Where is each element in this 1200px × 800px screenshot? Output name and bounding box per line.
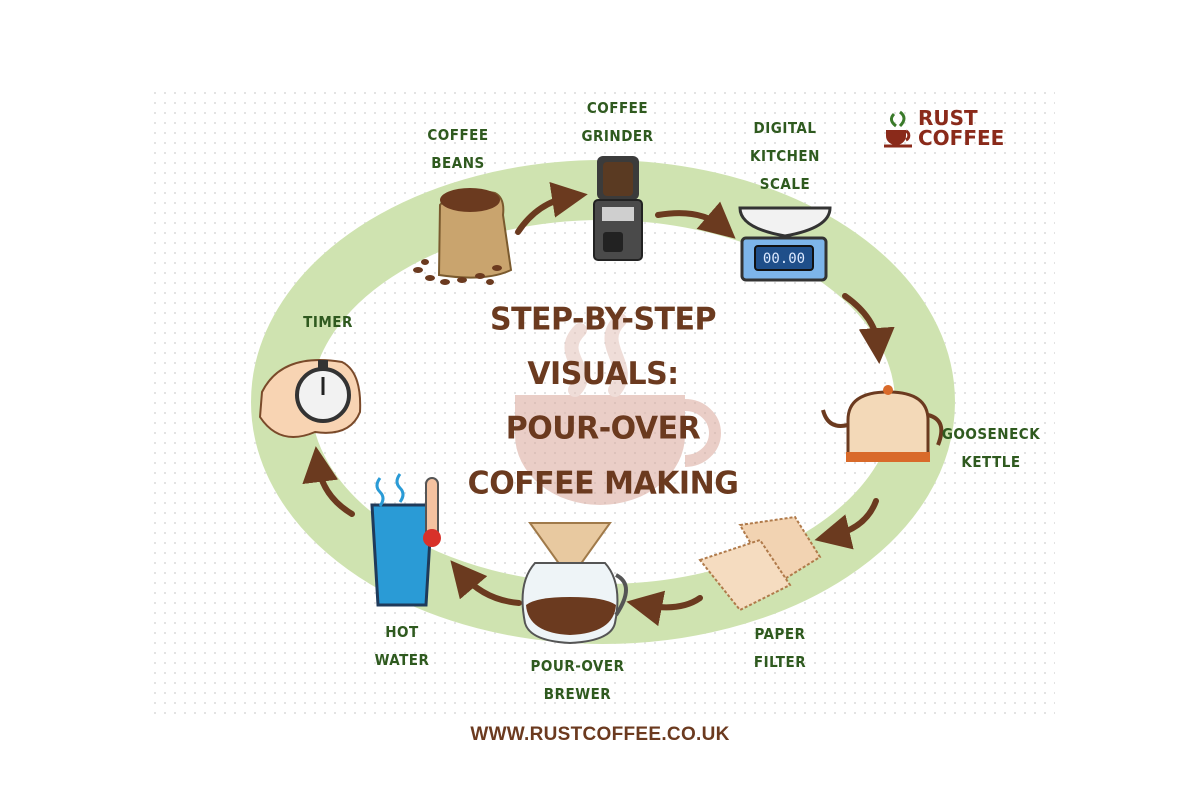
label-line: KITCHEN	[750, 147, 820, 165]
label-line: BREWER	[543, 685, 612, 703]
arrow-brewer-to-water	[450, 560, 522, 606]
arrow-kettle-to-filter	[814, 498, 879, 550]
label-line: COFFEE	[427, 126, 489, 144]
pour-over-brewer-icon	[521, 522, 628, 645]
label-line: BEANS	[431, 154, 485, 172]
label-paper-filter: PAPER FILTER	[735, 620, 825, 676]
gooseneck-kettle-icon	[821, 385, 944, 462]
paper-filter-icon	[698, 515, 822, 612]
label-line: KETTLE	[961, 453, 1021, 471]
label-line: DIGITAL	[753, 119, 817, 137]
title-line-3: POUR-OVER	[505, 410, 701, 448]
label-hot-water: HOT WATER	[362, 618, 442, 674]
coffee-cup-logo-icon	[884, 110, 912, 148]
arrow-filter-to-brewer	[626, 590, 703, 627]
label-coffee-grinder: COFFEE GRINDER	[565, 94, 670, 150]
timer-icon	[258, 359, 362, 438]
coffee-beans-icon	[413, 188, 513, 285]
label-line: GRINDER	[581, 127, 654, 145]
label-line: SCALE	[759, 175, 811, 193]
label-pour-over-brewer: POUR-OVER BREWER	[520, 652, 635, 708]
label-timer: TIMER	[288, 308, 368, 336]
title-line-1: STEP-BY-STEP	[489, 301, 717, 338]
label-coffee-beans: COFFEE BEANS	[408, 121, 508, 177]
arrow-grinder-to-scale	[655, 201, 736, 239]
arrow-water-to-timer	[302, 446, 355, 517]
label-gooseneck-kettle: GOOSENECK KETTLE	[936, 420, 1046, 476]
label-line: COFFEE	[586, 99, 649, 117]
label-line: HOT	[385, 623, 419, 641]
brand-line-2: COFFEE	[918, 126, 1005, 150]
label-line: FILTER	[753, 653, 807, 671]
label-line: WATER	[374, 651, 430, 669]
arrow-beans-to-grinder	[515, 182, 588, 235]
digital-scale-icon	[738, 206, 832, 282]
label-line: TIMER	[303, 313, 353, 331]
brand-line-1: RUST	[918, 106, 978, 130]
label-line: PAPER	[754, 625, 806, 643]
diagram-title: STEP-BY-STEP VISUALS: POUR-OVER COFFEE M…	[440, 293, 766, 511]
coffee-grinder-icon	[593, 156, 643, 261]
title-line-2: VISUALS:	[527, 355, 679, 393]
website-url[interactable]: WWW.RUSTCOFFEE.CO.UK	[470, 724, 730, 745]
title-line-4: COFFEE MAKING	[467, 465, 739, 502]
coffee-cup-watermark	[515, 313, 721, 505]
hot-water-icon	[370, 473, 441, 607]
scale-display: 00.00	[762, 251, 806, 267]
label-line: GOOSENECK	[941, 425, 1041, 443]
label-digital-kitchen-scale: DIGITAL KITCHEN SCALE	[735, 114, 835, 198]
arrow-scale-to-kettle	[842, 293, 895, 364]
label-line: POUR-OVER	[530, 657, 625, 675]
rust-coffee-logo: RUST COFFEE	[880, 108, 1020, 154]
